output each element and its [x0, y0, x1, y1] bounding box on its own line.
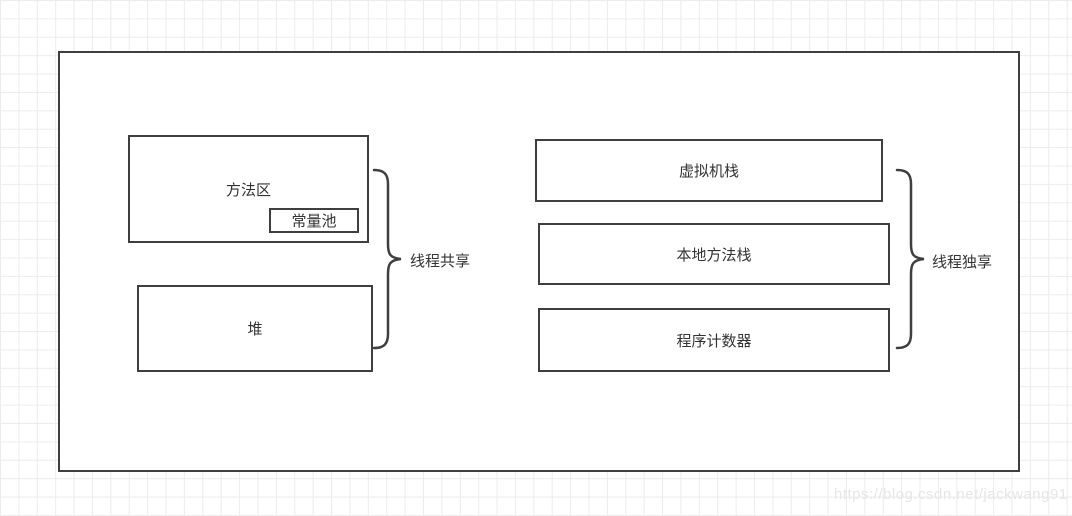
- constant-pool-label: 常量池: [291, 213, 337, 230]
- vm-stack-box: 虚拟机栈: [535, 139, 883, 202]
- method-area-label: 方法区: [225, 181, 271, 199]
- method-area-box: 方法区 常量池: [128, 135, 369, 243]
- right-curly-brace: [895, 168, 925, 350]
- thread-shared-label: 线程共享: [410, 253, 471, 270]
- heap-label: 堆: [247, 321, 263, 338]
- constant-pool-box: 常量池: [269, 208, 359, 233]
- watermark-text: https://blog.csdn.net/jackwang91: [834, 486, 1068, 503]
- thread-exclusive-label: 线程独享: [932, 254, 993, 271]
- left-curly-brace: [372, 168, 402, 350]
- heap-box: 堆: [137, 285, 373, 372]
- native-method-stack-label: 本地方法栈: [676, 246, 752, 264]
- program-counter-label: 程序计数器: [676, 332, 752, 350]
- native-method-stack-box: 本地方法栈: [538, 223, 890, 285]
- program-counter-box: 程序计数器: [538, 308, 890, 372]
- vm-stack-label: 虚拟机栈: [678, 163, 739, 180]
